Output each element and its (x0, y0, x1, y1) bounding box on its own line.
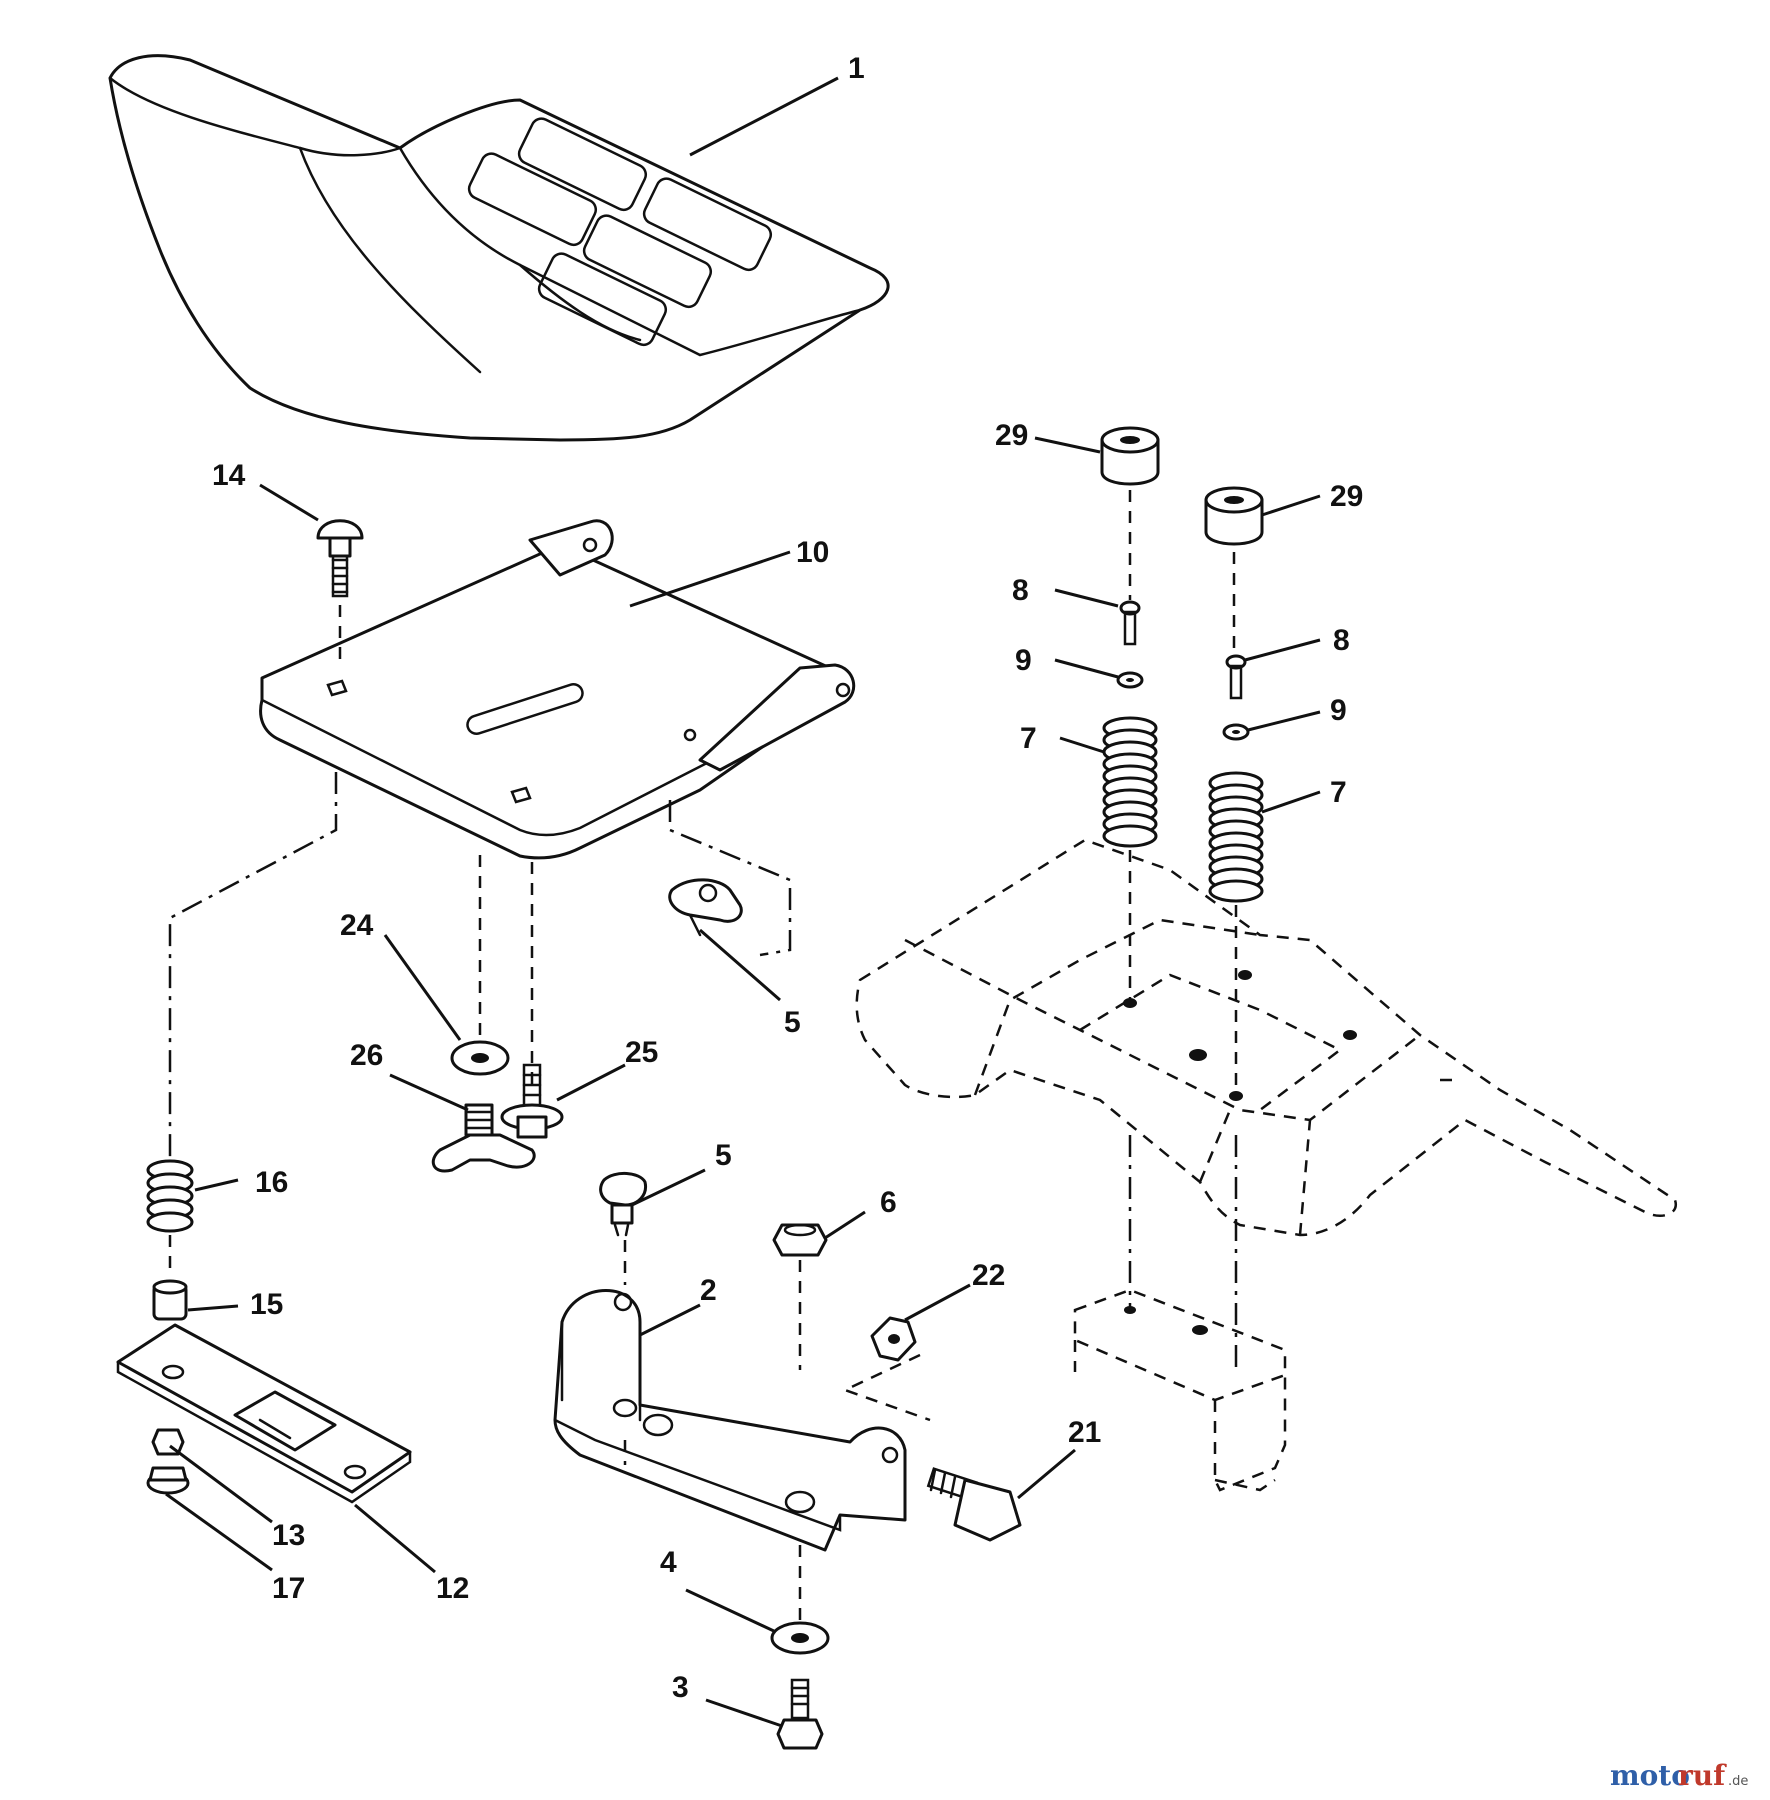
callout-spring-right: 7 (1330, 776, 1347, 809)
callout-spacer: 15 (250, 1288, 283, 1321)
watermark-part2: ruf (1678, 1759, 1727, 1792)
callout-nut-small: 13 (272, 1519, 305, 1552)
nut-top (772, 1223, 828, 1257)
callout-screw-right: 8 (1333, 624, 1350, 657)
callout-seat-pan: 10 (796, 536, 829, 569)
washer-bottom (770, 1621, 830, 1655)
callout-nut-hex: 22 (972, 1259, 1005, 1292)
carriage-bolt (316, 519, 364, 598)
seat (108, 54, 890, 442)
washer-left (1116, 671, 1144, 689)
callout-seat: 1 (848, 52, 865, 85)
callout-bracket: 2 (700, 1274, 717, 1307)
nut-hex (870, 1316, 917, 1362)
shoulder-bolt (926, 1467, 1022, 1542)
mount-block-phantom (1073, 1288, 1287, 1492)
watermark-suffix: .de (1728, 1774, 1748, 1789)
callout-washer-right: 9 (1330, 694, 1347, 727)
callout-spring-small: 16 (255, 1166, 288, 1199)
nut-small (151, 1428, 185, 1456)
spring-small (146, 1159, 194, 1233)
seat-pan (259, 519, 856, 860)
knob (431, 1103, 536, 1173)
callout-bumper-left: 29 (995, 419, 1028, 452)
watermark-logo: moto ruf .de (1610, 1759, 1748, 1792)
callout-washer-flat: 24 (340, 909, 374, 942)
bolt-flange (500, 1063, 564, 1139)
callout-clip-front: 5 (715, 1139, 732, 1172)
callouts: 1 14 10 29 29 8 8 9 9 7 7 5 24 26 25 5 6… (212, 52, 1363, 1704)
bolt-bottom (776, 1678, 824, 1750)
callout-screw-left: 8 (1012, 574, 1029, 607)
bumper-left (1100, 426, 1160, 486)
callout-washer-bottom: 4 (660, 1546, 677, 1579)
spacer (152, 1279, 188, 1321)
callout-bolt-flange: 25 (625, 1036, 658, 1069)
callout-clip-rear: 5 (784, 1006, 801, 1039)
screw-right (1225, 654, 1247, 700)
callout-nut-top: 6 (880, 1186, 897, 1219)
callout-shoulder-bolt: 21 (1068, 1416, 1101, 1449)
callout-bolt-bottom: 3 (672, 1671, 689, 1704)
chassis-phantom (855, 838, 1677, 1237)
callout-knob: 26 (350, 1039, 383, 1072)
clip-rear (668, 878, 743, 937)
nut-flange (146, 1466, 190, 1495)
spring-left (1102, 716, 1158, 848)
bracket (553, 1289, 907, 1552)
callout-nut-flange: 17 (272, 1572, 305, 1605)
screw-left (1119, 600, 1141, 646)
clip-front (599, 1172, 648, 1237)
callout-carriage-bolt: 14 (212, 459, 246, 492)
watermark-part1: moto (1610, 1759, 1690, 1792)
callout-bumper-right: 29 (1330, 480, 1363, 513)
slide-plate (116, 1323, 412, 1504)
callout-spring-left: 7 (1020, 722, 1037, 755)
washer-right (1222, 723, 1250, 741)
callout-slide-plate: 12 (436, 1572, 469, 1605)
bumper-right (1204, 486, 1264, 546)
spring-right (1208, 771, 1264, 903)
washer-flat (450, 1040, 510, 1076)
leader-lines (165, 76, 1321, 1728)
callout-washer-left: 9 (1015, 644, 1032, 677)
